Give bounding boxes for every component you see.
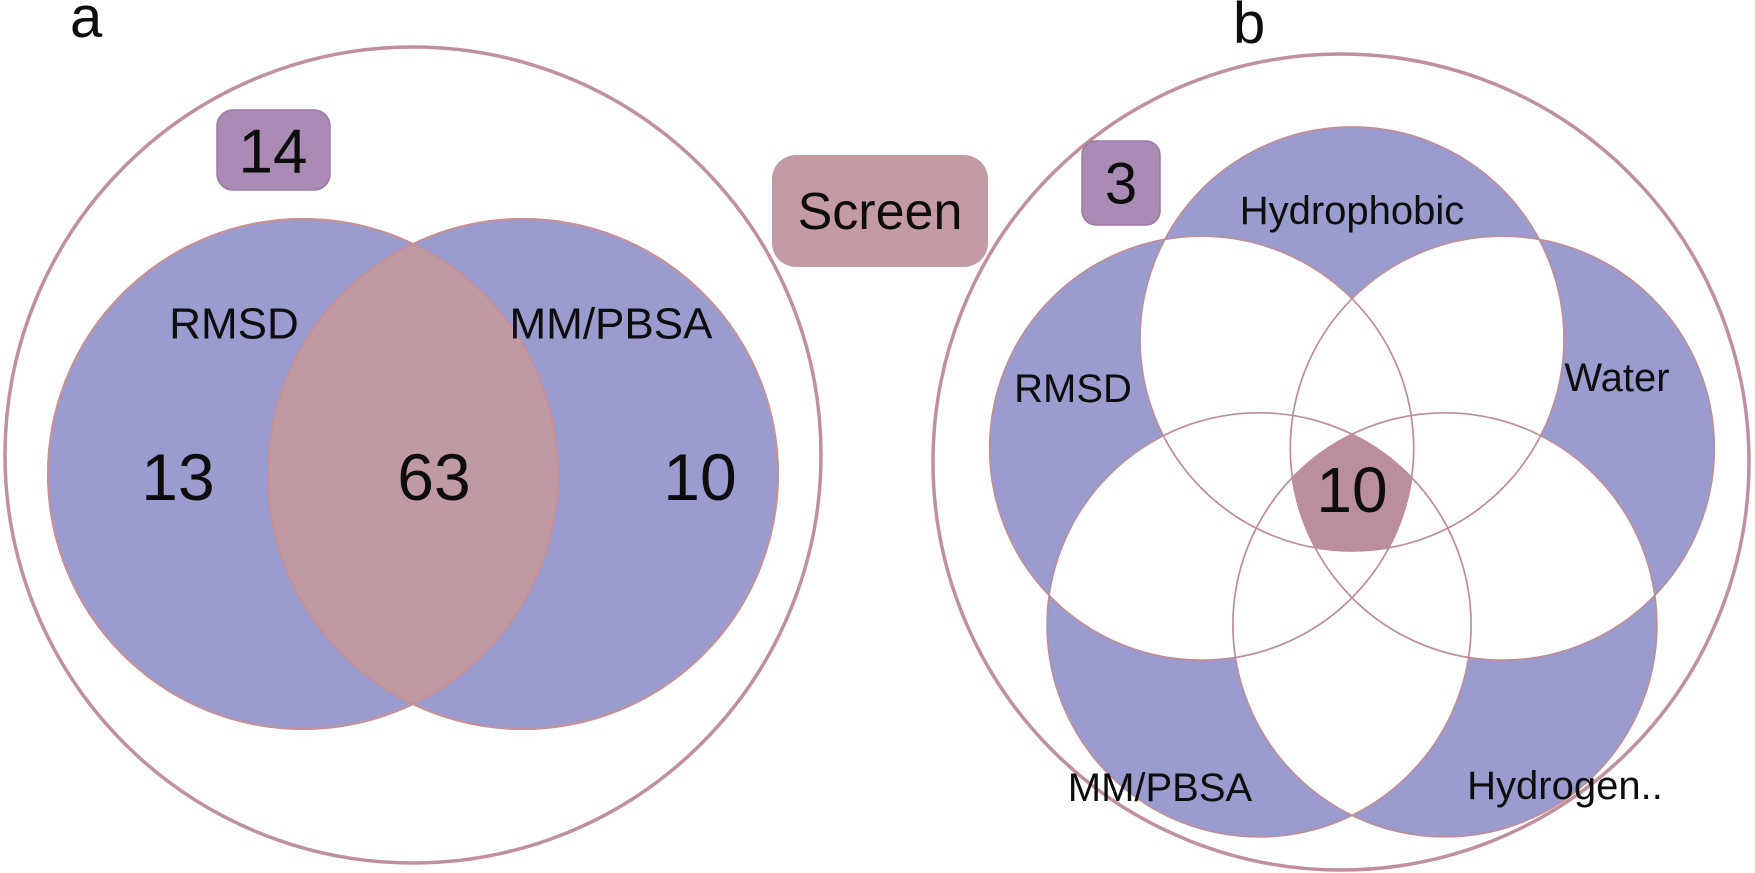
- rmsd-only-count: 13: [141, 440, 214, 514]
- mmpbsa-circle-b-outline: [1046, 411, 1472, 838]
- rmsd-label-b: RMSD: [1014, 367, 1132, 411]
- panel-b-badge-count: 3: [1105, 152, 1137, 217]
- rmsd-circle-b-outline: [988, 235, 1415, 662]
- water-label: Water: [1564, 356, 1669, 400]
- panel-letter-b: b: [1233, 0, 1265, 56]
- rmsd-label-a: RMSD: [169, 300, 299, 349]
- petal-rmsd-top: [1140, 236, 1414, 551]
- mmpbsa-circle-a-outline: [267, 218, 779, 730]
- hydrogen-circle-outline: [1232, 411, 1658, 838]
- water-circle-outline: [1289, 235, 1716, 662]
- mmpbsa-label-a: MM/PBSA: [510, 300, 714, 349]
- intersection-count: 63: [397, 440, 470, 514]
- screen-label: Screen: [798, 183, 963, 241]
- panel-a-badge: [216, 109, 331, 191]
- screen-badge: [772, 155, 988, 267]
- mmpbsa-label-b: MM/PBSA: [1068, 766, 1253, 810]
- panel-b-badge: [1081, 140, 1161, 226]
- rmsd-circle-a-outline: [47, 218, 559, 730]
- hydrophobic-circle-outline: [1139, 126, 1565, 552]
- intersection-lens-a: [268, 219, 558, 729]
- hydrogen-label: Hydrogen..: [1467, 764, 1663, 808]
- hydrophobic-label: Hydrophobic: [1240, 189, 1465, 233]
- center-count: 10: [1316, 454, 1387, 526]
- mmpbsa-only-count: 10: [663, 440, 736, 514]
- panel-letter-a: a: [70, 0, 103, 50]
- panel-a-badge-count: 14: [239, 118, 308, 187]
